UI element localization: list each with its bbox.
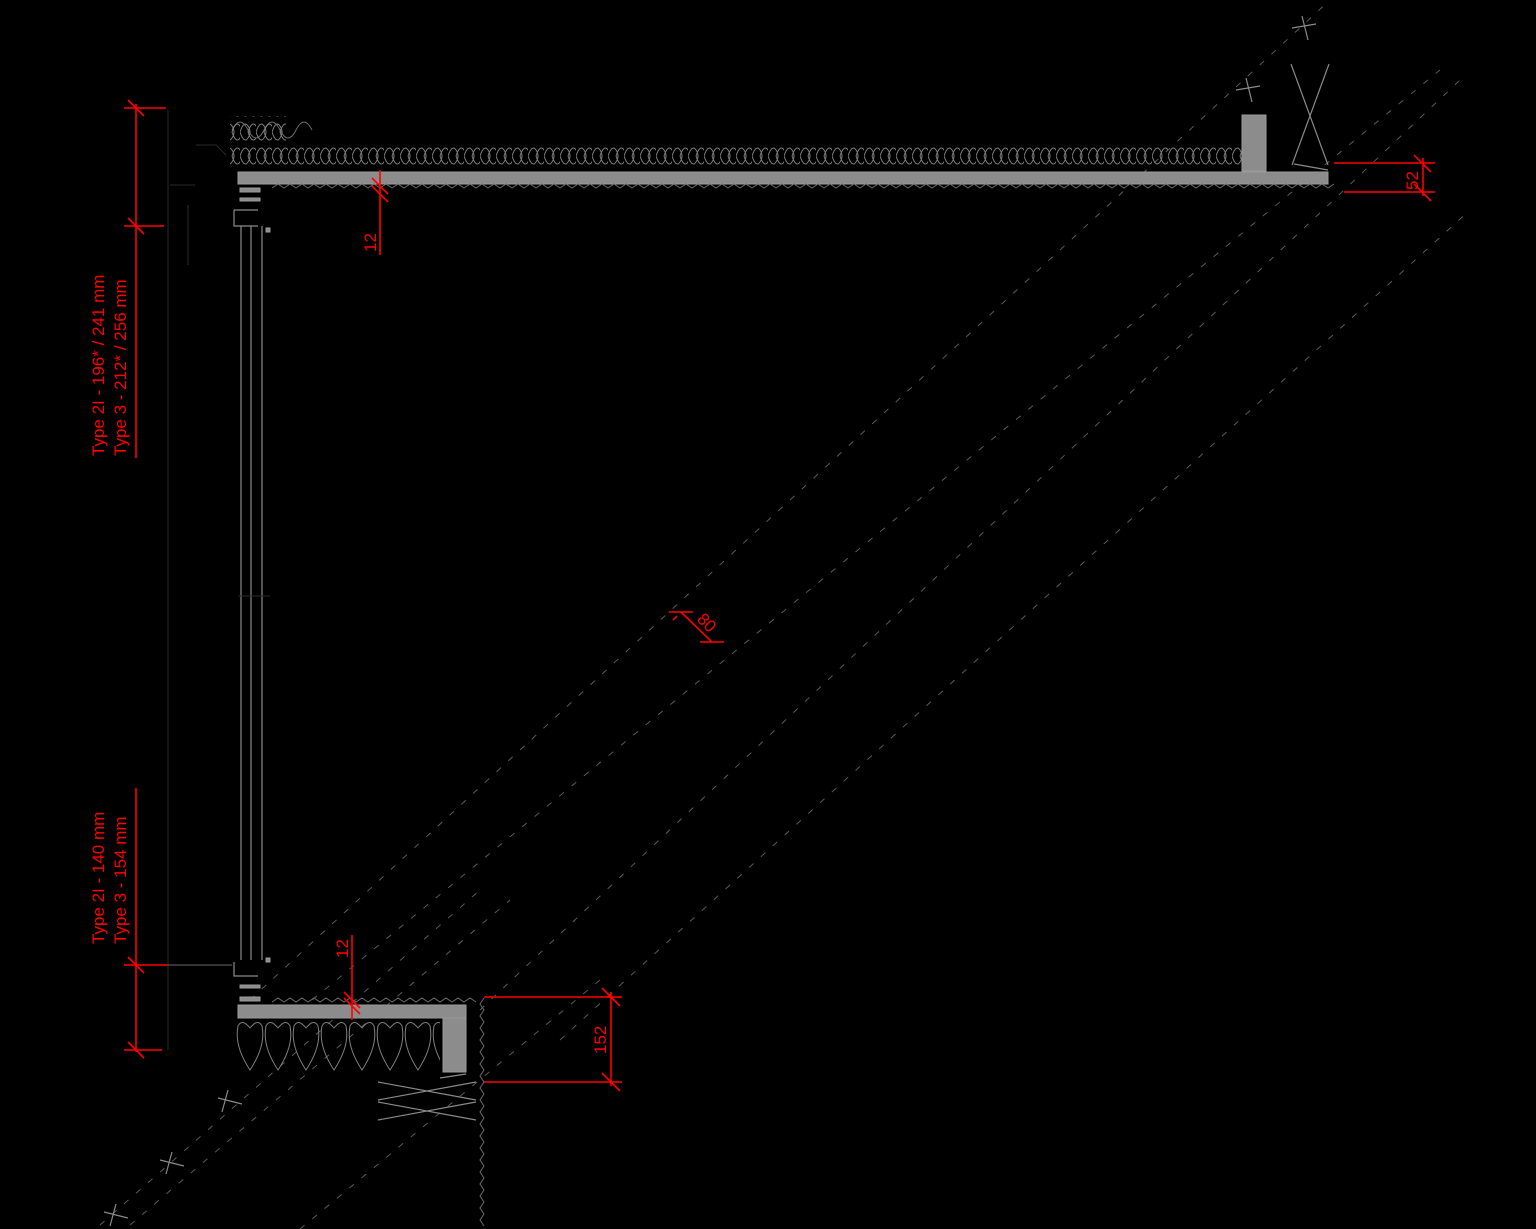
label-rafter-80: 80 [693,609,720,636]
top-batten [1241,114,1267,172]
bottom-insulation [236,1020,440,1076]
batten-cross-marks-upper [1235,15,1317,103]
dimension-rafter: 80 [669,609,724,643]
batten-cross-marks-lower [103,1089,243,1227]
dimension-bottom-lining: 12 [333,935,361,1020]
dimension-bottom-right: 152 [484,987,622,1092]
top-ceiling-lining-zigzag [271,183,1335,189]
bottom-cross-member [377,1073,477,1121]
top-right-cross-member [1290,63,1330,171]
top-ceiling-board [237,171,1329,185]
label-top-right-52: 52 [1403,171,1422,190]
window-frame [233,187,271,1002]
wall-break-zigzag [479,997,485,1227]
top-insulation-row [230,116,1242,170]
label-bottom-lining-12: 12 [333,939,352,958]
label-bottom-right-152: 152 [591,1026,610,1054]
dimension-top-lining: 12 [361,170,389,255]
label-frame-height-type3: Type 3 - 212* / 256 mm [111,279,130,456]
dimension-left-lower: Type 2I - 140 mm Type 3 - 154 mm [89,788,168,1059]
label-frame-height-type2i: Type 2I - 196* / 241 mm [89,275,108,456]
label-sill-height-type2i: Type 2I - 140 mm [89,812,108,944]
dimension-left-upper: Type 2I - 196* / 241 mm Type 3 - 212* / … [89,99,166,458]
label-top-lining-12: 12 [361,233,380,252]
bottom-batten [442,1017,467,1073]
roof-slope-lines [99,0,1471,1229]
label-sill-height-type3: Type 3 - 154 mm [111,816,130,944]
bottom-lining-zigzag [271,997,477,1003]
dimension-top-right: 52 [1334,154,1435,202]
opening-outline [167,110,232,1050]
